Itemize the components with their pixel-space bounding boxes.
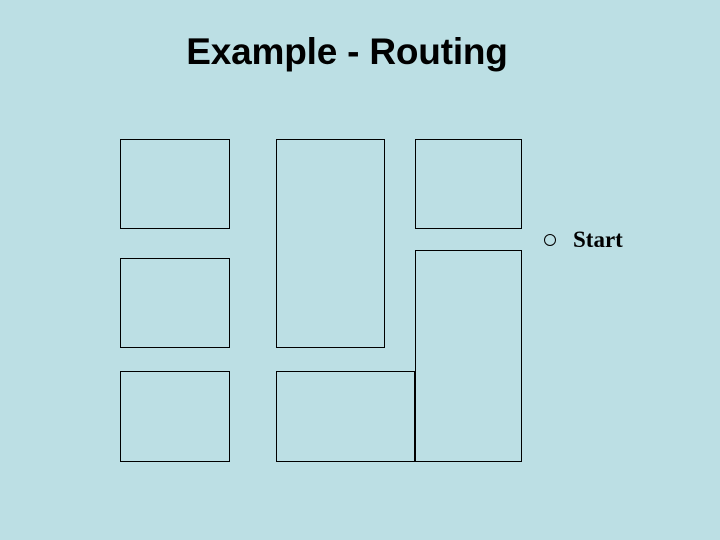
block-middle-left [120, 258, 230, 348]
legend-start: Start [541, 226, 623, 254]
block-top-left [120, 139, 230, 229]
circle-outline-icon [541, 231, 559, 249]
block-bottom-left [120, 371, 230, 462]
block-top-right [415, 139, 522, 229]
block-center-bottom [276, 371, 415, 462]
page-title: Example - Routing [186, 31, 508, 72]
legend-start-label: Start [573, 227, 623, 252]
block-center-tall [276, 139, 385, 348]
block-right-tall [415, 250, 522, 462]
